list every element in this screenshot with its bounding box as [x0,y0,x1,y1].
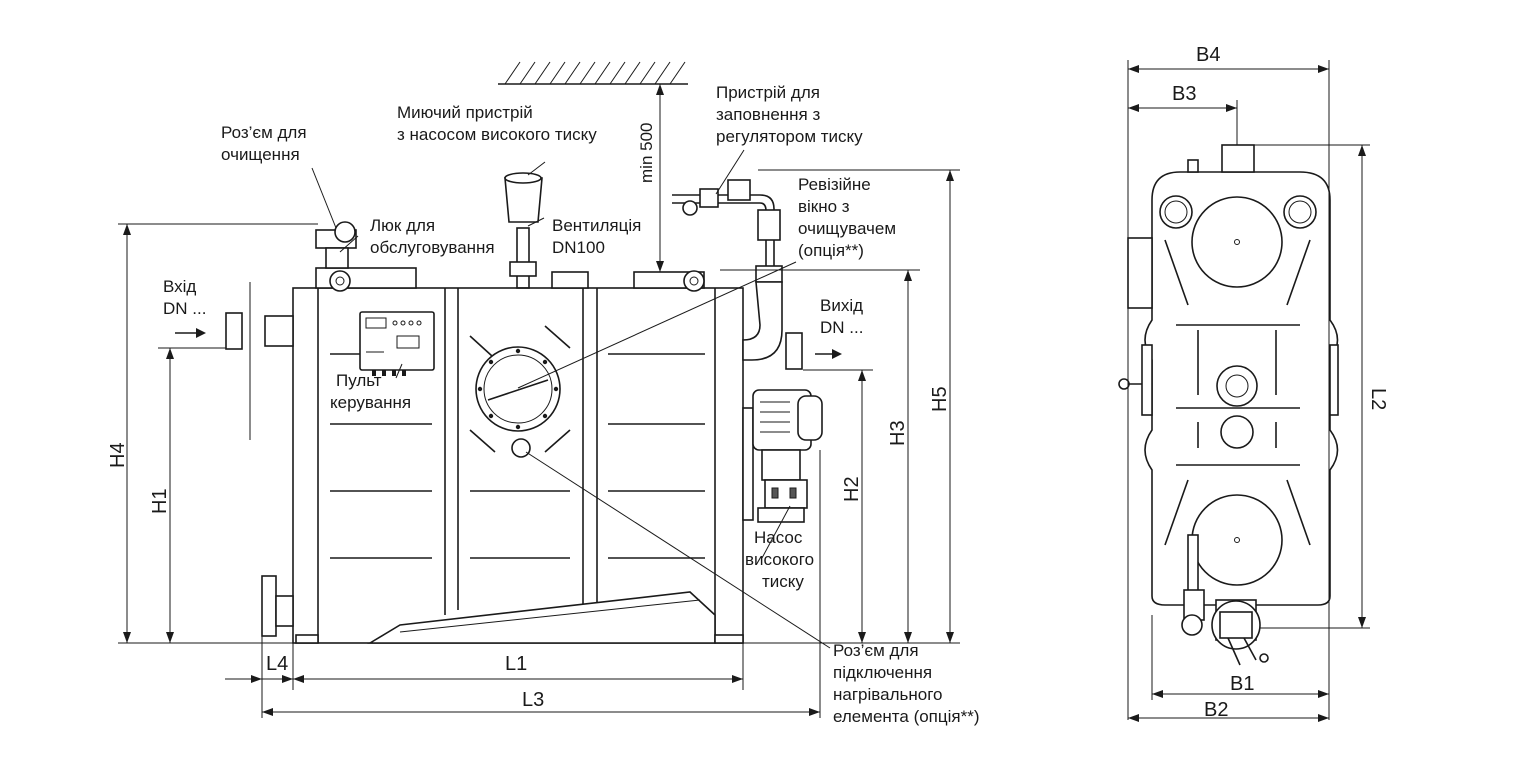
top-view [1118,60,1370,722]
dim-B2: B2 [1204,699,1228,721]
filling-device [672,179,803,370]
top-view-bottom-fittings [1181,534,1269,666]
bottom-flange [261,575,277,637]
control-panel-box [359,311,435,376]
flow-arrows [175,328,842,359]
heater-port [511,438,531,458]
washer-device [504,161,546,289]
dim-L1: L1 [505,653,527,675]
inspection-window [475,346,561,432]
min500-label: min 500 [637,123,656,183]
dim-H3: H3 [887,420,909,446]
dim-L4: L4 [266,653,288,675]
leader-lines [311,149,880,649]
dim-B4: B4 [1196,44,1220,66]
vertical-dimensions [126,170,951,643]
reference-lines [118,169,960,718]
dim-H2: H2 [841,476,863,502]
horizontal-dimensions [225,678,820,713]
hp-pump-assembly [742,389,823,523]
side-view [118,61,960,718]
top-view-dimensions [1127,60,1370,720]
dim-H5: H5 [929,386,951,412]
dim-B1: B1 [1230,673,1254,695]
inlet-pipe [225,312,294,350]
top-ribs [1164,239,1311,546]
cleaning-port-fitting [315,221,417,292]
dim-B3: B3 [1172,83,1196,105]
dim-L3: L3 [522,689,544,711]
dim-H4: H4 [107,442,129,468]
ventilation-pipe [551,271,589,289]
ceiling-hatch [498,61,688,85]
dim-H1: H1 [149,488,171,514]
dim-L2: L2 [1367,388,1389,410]
